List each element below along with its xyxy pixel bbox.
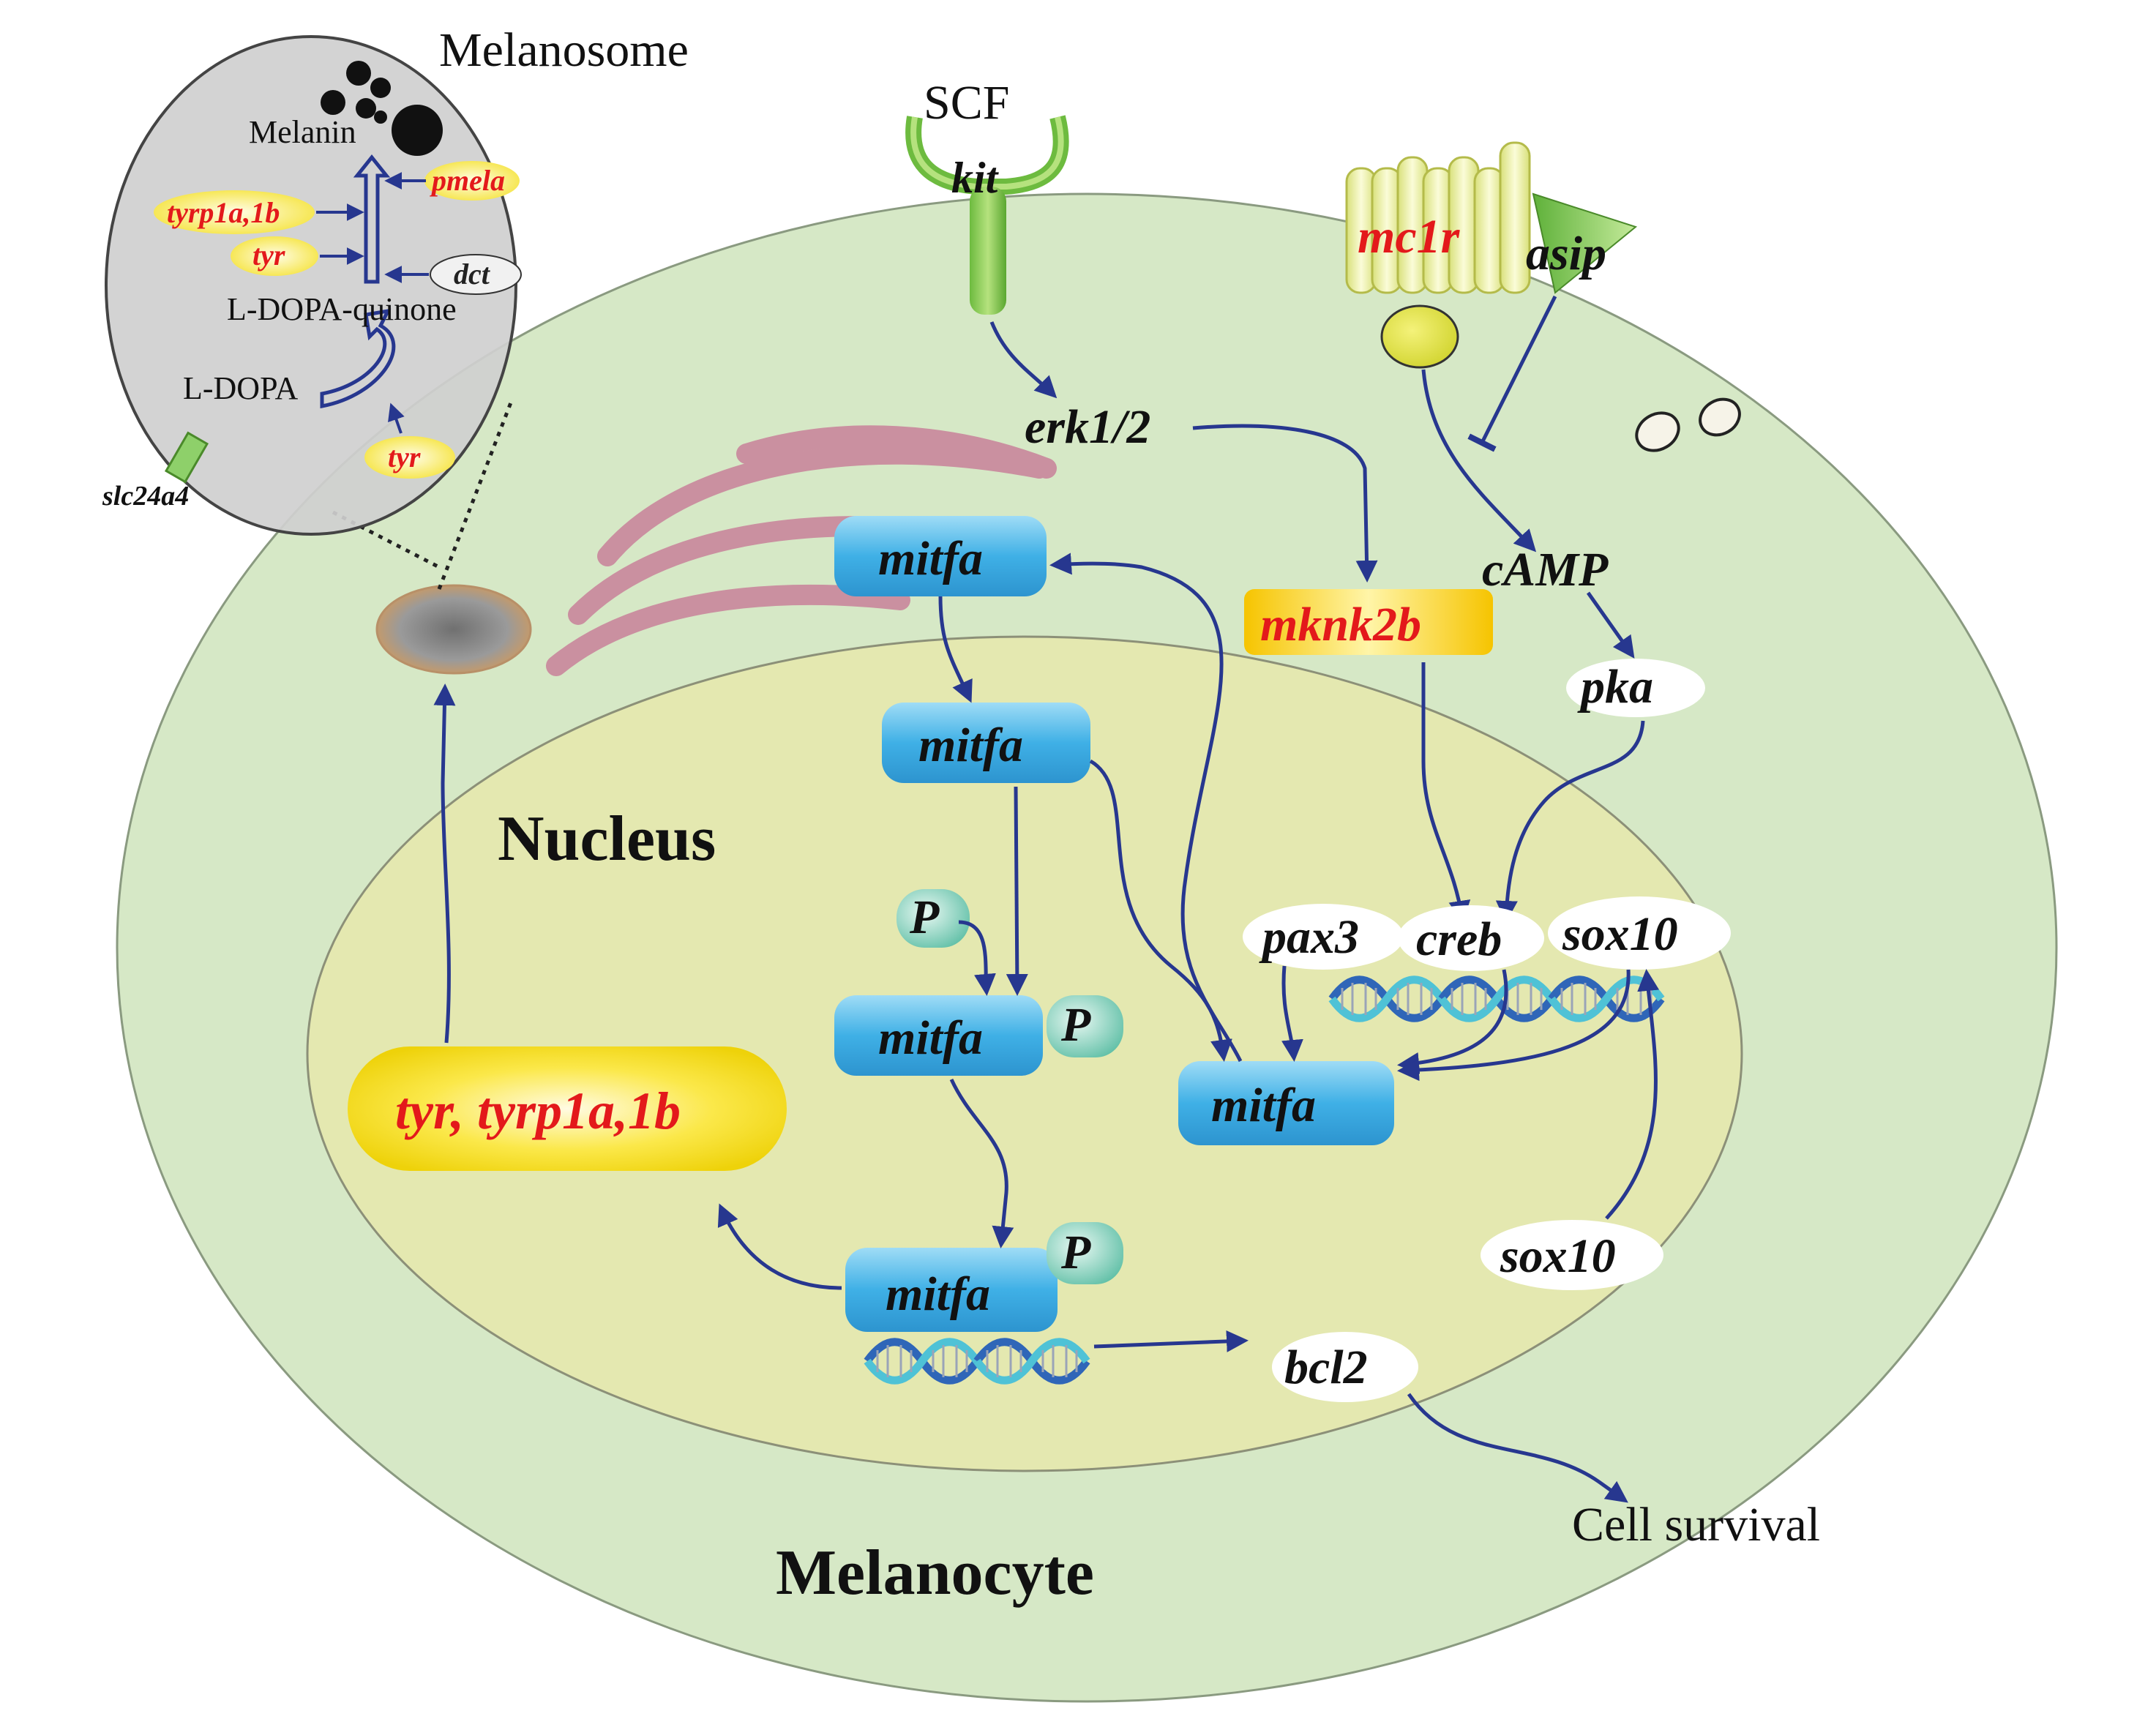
erk-to-mknk2b-arrow [1192,424,1378,583]
phosphate-bound-1: P [1047,995,1123,1057]
g-protein [1380,304,1459,369]
melanin-granules [321,61,443,156]
scf-label: SCF [924,76,1009,130]
svg-text:mitfa: mitfa [878,1011,983,1065]
sox10-node-upper: sox10 [1548,896,1731,970]
camp-to-pka-arrow [1586,591,1635,659]
kit-to-erk-arrow [989,321,1058,399]
melanin-label: Melanin [249,114,356,150]
svg-text:mitfa: mitfa [878,532,983,585]
mitfa-phosphorylated-1: mitfa [834,995,1043,1076]
creb-node: creb [1398,905,1544,971]
melanosome-vesicle [375,584,532,675]
svg-text:creb: creb [1416,913,1502,966]
mitfa2-to-pmitfa-arrow [1006,786,1028,996]
svg-text:sox10: sox10 [1562,907,1678,961]
sox10-to-mitfa-arrow [1397,969,1631,1082]
kit-label: kit [951,154,1000,202]
svg-text:pax3: pax3 [1259,910,1359,964]
svg-text:mitfa: mitfa [918,719,1023,772]
svg-text:mitfa: mitfa [886,1267,990,1321]
svg-text:pka: pka [1577,660,1653,714]
svg-text:tyr: tyr [388,441,421,473]
svg-text:tyr, tyrp1a,1b: tyr, tyrp1a,1b [395,1082,681,1140]
small-vesicles [1635,397,1741,452]
sox10-node-lower: sox10 [1481,1220,1663,1290]
mc1r-label: mc1r [1358,210,1461,263]
tyr-tag-lower: tyr [364,436,455,479]
dopa-curve-arrow [320,308,396,409]
phosphate-free: P [897,889,970,948]
targets-to-melanosome-arrow [433,684,456,1044]
zoom-line [332,398,514,590]
creb-to-mitfa-arrow [1397,969,1508,1074]
cell-survival-label: Cell survival [1572,1498,1820,1551]
l-dopa-label: L-DOPA [183,370,299,406]
svg-text:sox10: sox10 [1500,1229,1616,1283]
bcl2-node: bcl2 [1272,1332,1418,1402]
dna-to-bcl2-arrow [1093,1330,1249,1352]
svg-text:P: P [909,891,940,944]
svg-text:bcl2: bcl2 [1284,1341,1368,1394]
melanosome-title: Melanosome [439,23,689,77]
svg-text:pmela: pmela [430,164,505,197]
asip-label: asip [1526,227,1606,280]
mitfa-cytoplasm-1: mitfa [834,516,1047,596]
mitfa-to-targets-arrow [717,1203,842,1290]
nucleus-label: Nucleus [498,804,716,875]
kit-receptor [905,115,1069,315]
pka-to-creb-arrow [1495,720,1645,923]
svg-text:P: P [1060,1226,1091,1279]
slc24a4-label: slc24a4 [102,481,189,512]
tyr-tag-upper: tyr [231,236,318,276]
erk-label: erk1/2 [1025,400,1150,454]
mknk2b-to-creb-arrow [1421,662,1471,923]
gprotein-to-camp-arrow [1421,369,1537,553]
mitfa-nuclear: mitfa [1178,1061,1394,1145]
target-genes-box: tyr, tyrp1a,1b [348,1046,787,1171]
tyrp1a-1b-tag: tyrp1a,1b [154,190,315,234]
pax3-node: pax3 [1243,904,1404,970]
pmela-tag: pmela [424,161,520,201]
l-dopa-quinone-label: L-DOPA-quinone [227,291,457,327]
svg-text:mknk2b: mknk2b [1260,598,1421,651]
melanin-synthesis-arrow [353,154,391,284]
mitfa-phosphorylated-2: mitfa [845,1248,1058,1332]
slc24a4-transporter [164,431,209,484]
pmitfa-to-pmitfa2-arrow [949,1078,1014,1248]
mknk2b-box: mknk2b [1244,589,1493,655]
nuclear-mitfa-to-mitfa1-arrow [1049,553,1243,1063]
melanosome-inset [105,35,517,536]
asip-ligand [1532,192,1638,294]
pka-node: pka [1566,659,1705,717]
pax3-to-mitfa-arrow [1281,965,1303,1062]
camp-label: cAMP [1482,543,1609,596]
svg-text:dct: dct [454,258,491,291]
asip-inhibition [1467,295,1557,452]
tyr-lower-arrow [388,402,405,434]
svg-text:mitfa: mitfa [1211,1079,1316,1132]
mitfa-2: mitfa [882,703,1090,783]
dct-tag: dct [430,254,522,295]
bcl2-to-survival-arrow [1407,1393,1628,1503]
svg-text:P: P [1060,998,1091,1052]
mitfa1-to-mitfa2-arrow [938,596,973,703]
p-to-pmitfa-arrow [958,920,996,996]
sox10-to-sox10-arrow [1605,969,1660,1220]
svg-text:tyrp1a,1b: tyrp1a,1b [167,196,280,229]
mc1r-receptor [1345,141,1531,294]
svg-text:tyr: tyr [252,239,285,271]
phosphate-bound-2: P [1047,1222,1123,1284]
melanocyte-label: Melanocyte [776,1538,1094,1608]
